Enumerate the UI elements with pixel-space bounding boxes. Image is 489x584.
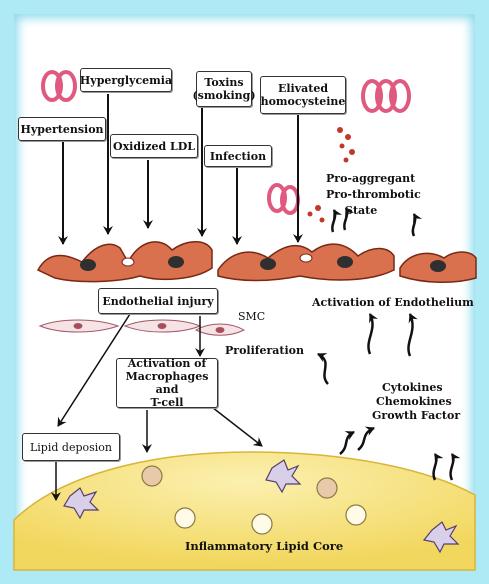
lipid-core-label: Inflammatory Lipid Core bbox=[185, 539, 344, 553]
factor-arrows bbox=[58, 94, 303, 245]
macrophages bbox=[63, 459, 460, 554]
pro-thrombotic-label: Pro-thrombotic bbox=[326, 188, 421, 201]
pro-aggregant-label: Pro-aggregant bbox=[326, 172, 416, 185]
activation-macrophages-box: Activation of Macrophages and T-cell bbox=[116, 357, 218, 409]
state-label: State bbox=[345, 204, 378, 217]
lipid-core bbox=[13, 451, 476, 571]
lipid-deposition-box: Lipid deposion bbox=[22, 433, 120, 461]
infection-box: Infection bbox=[204, 145, 272, 167]
toxins-box: Toxins (smoking) bbox=[192, 71, 256, 107]
injury-arrows bbox=[51, 313, 263, 501]
oxidized-ldl-box: Oxidized LDL bbox=[110, 134, 198, 158]
activation-endothelium-label: Activation of Endothelium bbox=[312, 296, 474, 309]
growth-factor-label: Growth Factor bbox=[372, 409, 461, 422]
proliferation-label: Proliferation bbox=[225, 344, 305, 357]
smc-cells bbox=[38, 319, 246, 336]
platelets bbox=[307, 127, 355, 223]
signal-arrows bbox=[317, 207, 461, 481]
chemokines-label: Chemokines bbox=[376, 395, 452, 408]
red-blood-cells bbox=[41, 70, 411, 215]
hypertension-box: Hypertension bbox=[18, 117, 106, 141]
smc-label: SMC bbox=[238, 310, 266, 323]
foam-cells bbox=[141, 465, 367, 535]
hyperglycemia-box: Hyperglycemia bbox=[80, 68, 172, 92]
endothelial-injury-box: Endothelial injury bbox=[98, 288, 218, 314]
homocysteine-box: Elivated homocysteine bbox=[260, 76, 346, 114]
endothelial-layer bbox=[36, 241, 477, 284]
cytokines-label: Cytokines bbox=[382, 381, 443, 394]
